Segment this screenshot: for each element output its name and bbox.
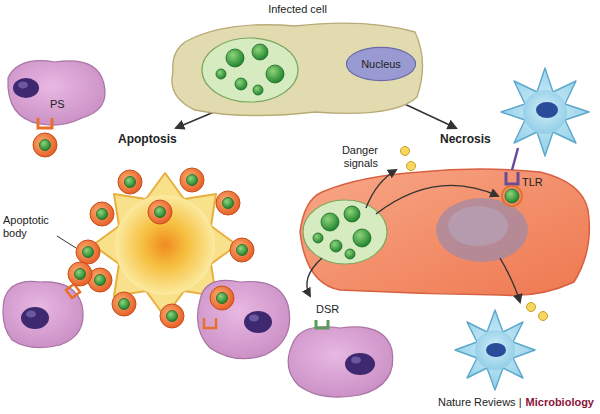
- signal-label: Danger signals: [322, 144, 378, 170]
- infected-cell: Infected cellNucleus: [165, 2, 430, 120]
- pathway-label: Apoptosis: [118, 132, 177, 146]
- nucleus-label: Nucleus: [361, 58, 401, 71]
- receptor-label: TLR: [522, 176, 543, 189]
- receptor-label: PS: [50, 98, 65, 111]
- receptor-label: DSR: [316, 303, 339, 316]
- pathway-label: Necrosis: [440, 132, 491, 146]
- part-label: Apoptotic body: [3, 214, 59, 240]
- cell-nucleus: Nucleus: [345, 46, 417, 82]
- credit-text: Microbiology: [526, 396, 594, 409]
- cell-title: Infected cell: [165, 2, 430, 16]
- credit-text: Nature Reviews |: [438, 396, 522, 409]
